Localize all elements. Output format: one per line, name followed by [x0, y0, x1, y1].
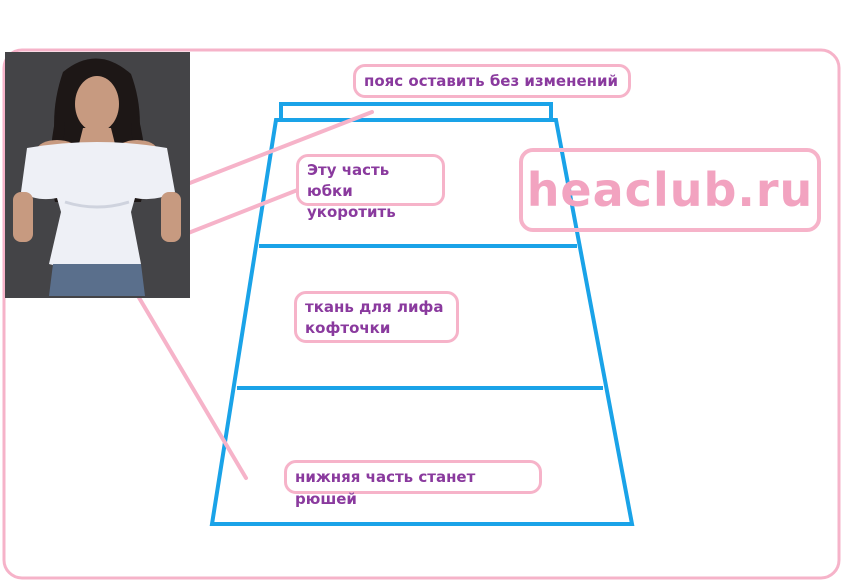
label-bodice-line1: ткань для лифа	[305, 298, 444, 316]
label-ruffle-text: нижняя часть станет рюшей	[295, 468, 476, 508]
skirt-outline	[209, 118, 635, 526]
watermark: heaclub.ru	[519, 148, 821, 232]
skirt-diagram	[209, 102, 635, 526]
label-shorten: Эту часть юбки укоротить	[296, 154, 445, 221]
reference-photo	[5, 52, 190, 298]
outer-frame	[2, 48, 841, 580]
skirt-waistband	[279, 102, 553, 122]
label-belt: пояс оставить без изменений	[353, 64, 631, 98]
label-bodice: ткань для лифа кофточки	[294, 291, 459, 343]
label-shorten-line1: Эту часть юбки	[307, 161, 390, 200]
label-bodice-line2: кофточки	[305, 319, 391, 337]
label-shorten-line2: укоротить	[307, 203, 396, 221]
label-ruffle: нижняя часть станет рюшей	[284, 460, 542, 508]
photo-illustration	[5, 52, 190, 298]
label-belt-text: пояс оставить без изменений	[364, 72, 618, 90]
